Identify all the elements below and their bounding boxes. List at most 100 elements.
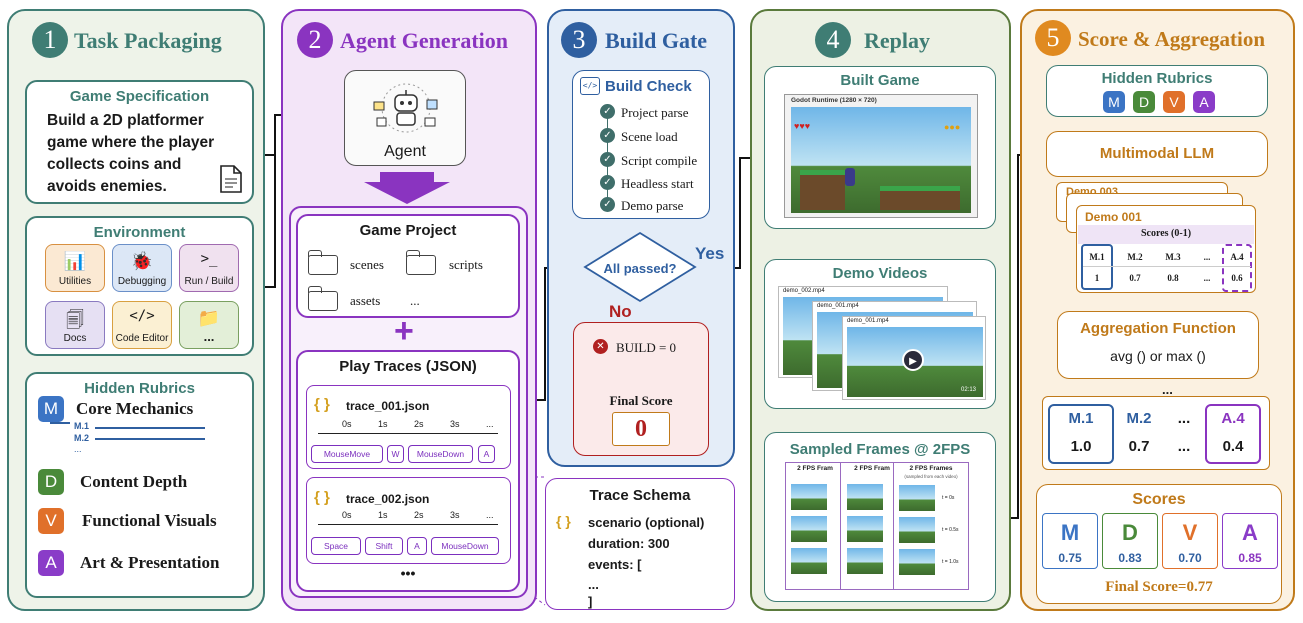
rubric-subitem-2: M.2	[74, 433, 90, 443]
table-value-dots: ...	[1203, 273, 1211, 283]
rubric-a-badge: A	[38, 550, 64, 576]
table-value-m1: 1	[1094, 273, 1100, 283]
built-game-title: Built Game	[840, 72, 920, 89]
scores-title: Scores	[1132, 491, 1186, 508]
folder-scripts: scripts	[449, 257, 483, 272]
check-icon-4: ✓	[600, 175, 615, 190]
table-header-m3: M.3	[1165, 252, 1181, 262]
scripts-folder-icon	[405, 250, 436, 275]
score-aggregation-title: Score & Aggregation	[1078, 27, 1266, 51]
step-5-badge: 5	[1035, 20, 1071, 56]
check-project-parse: Project parse	[621, 105, 689, 120]
hidden-rubrics-title: Hidden Rubrics	[84, 380, 195, 397]
frame-2b	[847, 516, 883, 542]
rubric-art-presentation: Art & Presentation	[80, 553, 220, 572]
video-file-3: demo_001.mp4	[847, 318, 889, 324]
rubric-sub-line-2	[95, 438, 205, 440]
frame-card-3-sub: (sampled from each video)	[904, 474, 958, 479]
multimodal-llm-box: Multimodal LLM	[1046, 131, 1268, 177]
score-letter-m: M	[1060, 520, 1080, 545]
trace-1-event-1: MouseMove	[311, 445, 383, 463]
gate-final-score-value: 0	[612, 412, 670, 446]
trace-2-axis	[318, 524, 498, 525]
trace-2-name: trace_002.json	[346, 492, 430, 506]
check-icon-5: ✓	[600, 197, 615, 212]
rubric-m-badge: M	[38, 396, 64, 422]
score-value-v: 0.70	[1178, 551, 1202, 565]
hearts-hud: ♥♥♥	[794, 121, 811, 131]
demo-card-front	[1076, 205, 1256, 293]
more-tools: 📁...	[179, 301, 239, 349]
table-header-a4: A.4	[1230, 252, 1244, 262]
game-spec-line-3: collects coins and	[47, 156, 182, 173]
score-rubrics-box: Hidden Rubrics	[1046, 65, 1268, 117]
play-traces-title: Play Traces (JSON)	[339, 358, 477, 375]
check-headless-start: Headless start	[621, 176, 694, 191]
run-build-tool: >_Run / Build	[179, 244, 239, 292]
score-letter-v: V	[1182, 520, 1198, 545]
runtime-label: Godot Runtime (1280 × 720)	[791, 97, 877, 104]
agent-generation-title: Agent Generation	[340, 28, 509, 53]
demo-card-header-bar	[1078, 225, 1254, 244]
folder-icon: 📁	[197, 308, 221, 328]
score-rubric-v: V	[1163, 91, 1185, 113]
folder-assets: assets	[350, 293, 381, 308]
schema-brace-icon: { }	[556, 513, 571, 529]
multimodal-llm-label: Multimodal LLM	[1099, 145, 1215, 162]
score-rubric-m: M	[1103, 91, 1125, 113]
aggregation-dots: ...	[1162, 382, 1173, 397]
trace-2-event-4: MouseDown	[431, 537, 499, 555]
step-2-badge: 2	[297, 22, 333, 58]
build-gate-title: Build Gate	[605, 28, 708, 53]
build-check-title: Build Check	[605, 78, 692, 95]
trace-2-tick-1: 1s	[378, 510, 388, 520]
agg-highlight-a4	[1205, 404, 1261, 464]
down-arrow	[364, 172, 450, 204]
schema-line-3: events: [	[588, 557, 642, 572]
scores-table-title: Scores (0-1)	[1140, 228, 1192, 239]
score-letter-d: D	[1122, 520, 1138, 545]
agg-header-dots: ...	[1177, 410, 1191, 427]
platform-2	[880, 186, 960, 210]
check-script-compile: Script compile	[621, 153, 698, 168]
agg-highlight-m1	[1048, 404, 1114, 464]
rubric-subitem-3: ...	[74, 444, 82, 454]
trace-1-event-4: A	[478, 445, 495, 463]
schema-line-4: ...	[588, 577, 599, 592]
robot-icon	[373, 83, 438, 133]
no-label: No	[609, 302, 632, 321]
yes-label: Yes	[695, 244, 725, 263]
table-header-m1: M.1	[1089, 252, 1105, 262]
plus-sign: +	[394, 312, 414, 350]
player-sprite	[845, 168, 855, 186]
frame-card-1-title: 2 FPS Fram	[797, 465, 833, 472]
code-icon: </>	[129, 308, 155, 324]
trace-1-event-2: W	[387, 445, 404, 463]
bug-icon: 🐞	[130, 251, 154, 271]
play-button-icon[interactable]: ▶	[902, 349, 924, 371]
fail-box: ✕ BUILD = 0 Final Score 0	[573, 322, 709, 456]
rubric-bracket	[50, 422, 70, 424]
schema-line-5: ]	[588, 594, 593, 609]
assets-folder-icon	[307, 286, 338, 311]
build-check-box: </> Build Check	[572, 70, 710, 219]
game-spec-line-1: Build a 2D platformer	[47, 112, 204, 129]
score-value-a: 0.85	[1238, 551, 1262, 565]
environment-title: Environment	[93, 224, 186, 241]
score-rubric-d: D	[1133, 91, 1155, 113]
step-3-badge: 3	[561, 22, 597, 58]
frame-card-3-title: 2 FPS Frames	[909, 465, 953, 472]
agg-value-m1: 1.0	[1070, 438, 1092, 455]
frame-3a	[899, 485, 935, 511]
platform-1	[800, 170, 845, 210]
table-value-m2: 0.7	[1129, 273, 1141, 283]
decision-diamond	[583, 231, 697, 303]
trace-2-card	[306, 477, 511, 564]
score-card-d: D 0.83	[1102, 513, 1158, 569]
rubric-core-mechanics: Core Mechanics	[76, 399, 194, 418]
debugging-tool: 🐞Debugging	[112, 244, 172, 292]
frame-1a	[791, 484, 827, 510]
trace-1-event-3: MouseDown	[408, 445, 473, 463]
aggregation-function-title: Aggregation Function	[1080, 320, 1236, 337]
table-divider	[1083, 266, 1251, 267]
